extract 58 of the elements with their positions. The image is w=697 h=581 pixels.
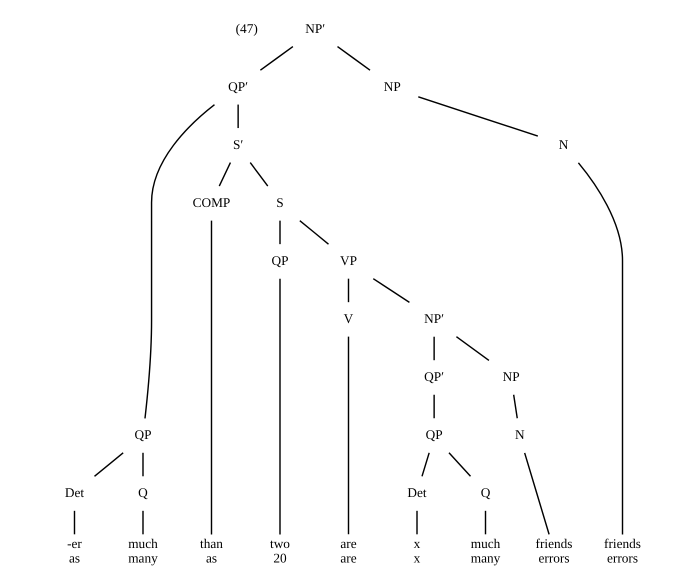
connector xyxy=(433,394,435,418)
connector xyxy=(448,452,472,477)
connector xyxy=(279,220,281,244)
node-text: N xyxy=(514,427,525,442)
node-text: friends errors xyxy=(536,536,572,566)
node-text: VP xyxy=(340,253,357,268)
connector xyxy=(372,278,410,303)
connector xyxy=(144,104,215,418)
node-text: Det xyxy=(407,485,427,500)
node-text: Det xyxy=(64,485,84,500)
connector xyxy=(299,220,329,245)
connector xyxy=(260,46,294,71)
node-text: QP′ xyxy=(424,369,444,384)
node-text: -er as xyxy=(67,536,82,566)
connector xyxy=(142,452,144,476)
node-text: Q xyxy=(138,485,148,500)
connector xyxy=(74,510,76,534)
node-text: V xyxy=(344,311,354,326)
node-text: x x xyxy=(414,536,420,566)
node-text: two 20 xyxy=(270,536,290,566)
connector xyxy=(456,336,490,361)
connector xyxy=(524,452,550,535)
connector xyxy=(433,336,435,360)
connector xyxy=(337,46,370,71)
node-text: friends errors xyxy=(604,536,641,566)
connector xyxy=(348,278,350,302)
node-text: COMP xyxy=(192,194,230,210)
connector xyxy=(218,162,232,186)
connector xyxy=(94,452,124,477)
connector xyxy=(416,510,418,534)
node-text: NP xyxy=(502,369,520,384)
node-text: NP′ xyxy=(424,311,444,326)
connector xyxy=(418,96,538,137)
node-text: are are xyxy=(340,536,357,566)
connector xyxy=(484,510,486,534)
node-text: S′ xyxy=(232,136,244,152)
connector xyxy=(142,510,144,534)
node-text: Q xyxy=(480,485,490,500)
node-text: NP′ xyxy=(305,20,326,36)
label: (47) xyxy=(236,20,258,36)
node-text: much many xyxy=(470,536,500,566)
connector xyxy=(279,278,281,534)
node-text: QP xyxy=(134,427,152,442)
node-text: NP xyxy=(384,78,401,94)
connector xyxy=(348,336,350,534)
node-text: QP xyxy=(426,427,443,442)
connector xyxy=(421,452,430,476)
node-text: S xyxy=(276,194,284,210)
node-text: QP′ xyxy=(228,78,248,94)
connector xyxy=(512,394,518,418)
node-text: QP xyxy=(272,253,288,268)
node-text: N xyxy=(558,136,568,152)
node-text: much many xyxy=(128,536,158,566)
connector xyxy=(237,104,239,128)
node-text: than as xyxy=(200,536,223,566)
connector xyxy=(210,220,212,534)
connector xyxy=(250,162,268,187)
connector xyxy=(578,162,624,534)
